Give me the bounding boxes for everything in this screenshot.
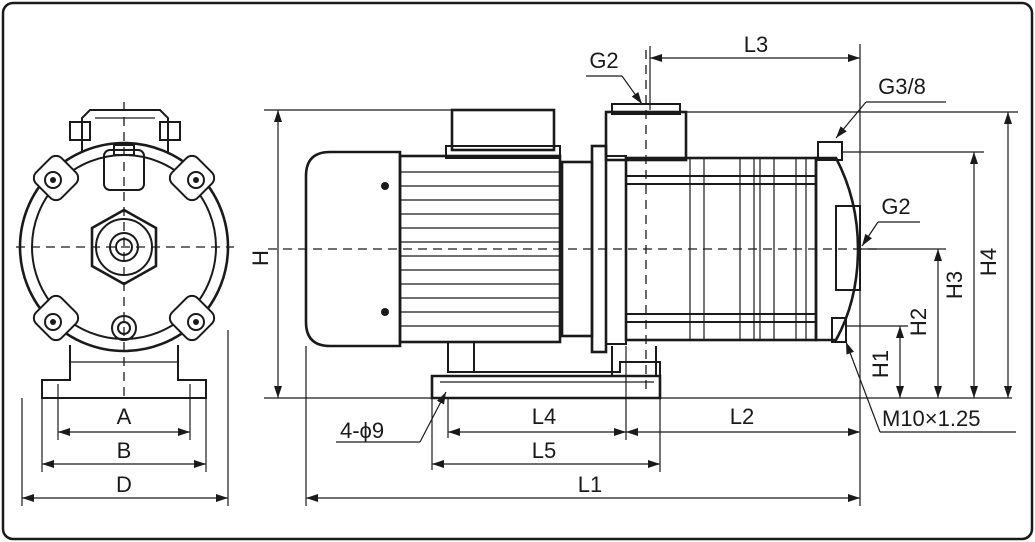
side-dimensions: H L4 L2 L5 L1 L3 G2 G3/8 G2 [248,32,1018,506]
dim-label-L1: L1 [578,472,602,497]
dim-label-D: D [116,472,132,497]
dim-label-A: A [117,404,132,429]
port-label-G2-top: G2 [589,48,618,73]
dim-label-L4: L4 [532,404,556,429]
dim-label-L2: L2 [730,404,754,429]
dim-label-L5: L5 [532,438,556,463]
front-bolt-lugs [32,154,216,342]
port-label-G2-side: G2 [881,194,910,219]
dim-label-H4: H4 [976,248,1001,276]
dim-label-H: H [248,250,273,266]
dim-label-H3: H3 [942,271,967,299]
holes-label: 4-ϕ9 [340,418,384,443]
dim-label-H1: H1 [868,350,893,378]
front-dimensions: A B D [21,330,229,506]
motor-fins [400,171,560,327]
dim-label-L3: L3 [744,32,768,57]
port-label-G3-8: G3/8 [878,74,926,99]
bolt-label: M10×1.25 [882,406,980,431]
dim-label-H2: H2 [906,308,931,336]
front-view: A B D [16,102,234,506]
side-view [268,50,880,400]
dim-label-B: B [117,438,132,463]
